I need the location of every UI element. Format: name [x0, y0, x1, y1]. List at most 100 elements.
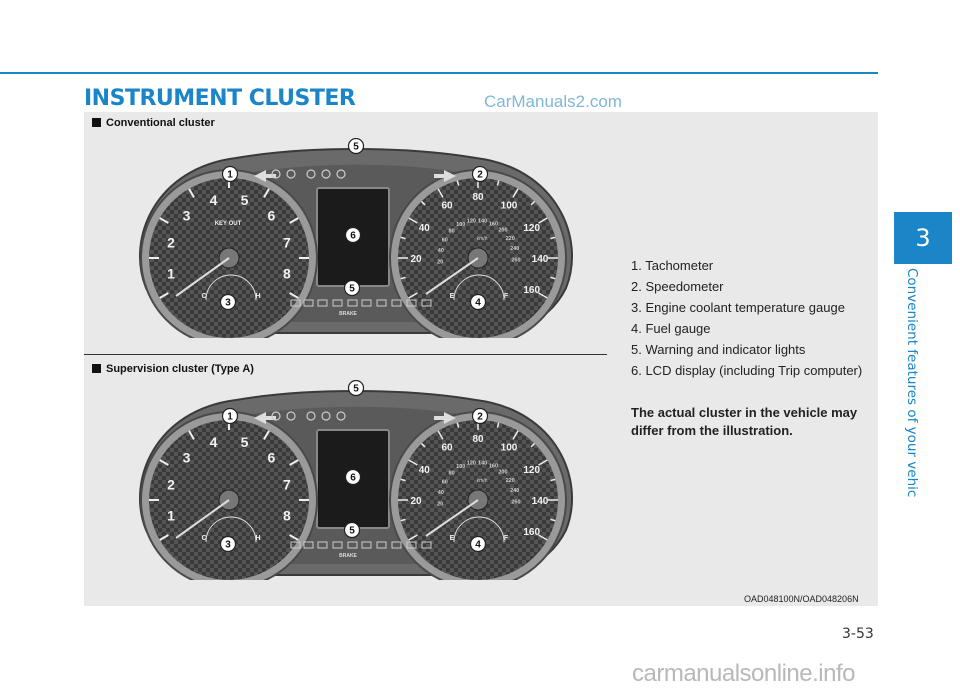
kmh-label: 260	[511, 257, 520, 263]
callout-circle	[219, 293, 237, 311]
tach-tick	[159, 534, 169, 541]
speed-tick	[400, 236, 406, 240]
tach-tick	[263, 430, 270, 440]
kmh-label: 40	[438, 248, 444, 254]
brake-label: BRAKE	[339, 311, 357, 317]
speed-tick	[538, 292, 548, 299]
speed-tick	[456, 180, 460, 186]
tach-tick	[159, 292, 169, 299]
speed-tick	[437, 188, 444, 198]
watermark-bottom: carmanualsonline.info	[632, 660, 855, 687]
speed-label: 80	[472, 192, 484, 203]
temp-cold-mark: C	[201, 293, 206, 300]
indicator-icon	[336, 169, 346, 179]
speed-label: 160	[523, 527, 540, 538]
speed-tick	[550, 478, 556, 482]
speed-label: 120	[523, 223, 540, 234]
turn-left-icon	[254, 412, 276, 424]
callout-circle	[469, 535, 487, 553]
kmh-label: 240	[510, 246, 519, 252]
tach-label: 5	[241, 434, 249, 450]
tach-label: 2	[167, 476, 175, 492]
speed-label: 40	[419, 223, 431, 234]
callout-number: 5	[349, 284, 355, 295]
speed-tick	[496, 180, 500, 186]
kmh-label: 40	[438, 490, 444, 496]
kmh-label: 120	[467, 219, 476, 225]
indicator-icon	[321, 411, 331, 421]
tach-tick	[289, 292, 299, 299]
callout-number: 2	[477, 170, 483, 181]
legend-item: 6. LCD display (including Trip computer)	[631, 363, 863, 378]
turn-right-icon	[434, 170, 456, 182]
warning-icon	[406, 541, 417, 549]
kmh-label: 80	[449, 229, 455, 235]
indicator-icon	[271, 169, 281, 179]
warning-icon	[332, 299, 343, 307]
caption-conventional-text: Conventional cluster	[106, 117, 215, 129]
watermark-top: CarManuals2.com	[484, 92, 622, 111]
warning-icon	[421, 541, 432, 549]
tach-label: 6	[268, 208, 276, 224]
temp-gauge-arc	[205, 274, 257, 301]
indicator-icon	[286, 411, 296, 421]
chapter-title-vertical: Convenient features of your vehicle	[900, 268, 922, 498]
speed-label: 80	[472, 434, 484, 445]
illustration-note: The actual cluster in the vehicle may di…	[631, 405, 858, 438]
tach-tick	[188, 188, 195, 198]
speed-label: 140	[532, 254, 549, 265]
tach-label: 7	[283, 476, 291, 492]
speed-label: 120	[523, 465, 540, 476]
kmh-unit: km/h	[477, 478, 488, 484]
kmh-label: 80	[449, 471, 455, 477]
callout-circle	[344, 226, 362, 244]
speed-tick	[420, 442, 426, 448]
tach-tick	[263, 188, 270, 198]
tach-label: 3	[183, 450, 191, 466]
callout-number: 4	[475, 298, 481, 309]
warning-icon	[421, 299, 432, 307]
callout-number: 3	[225, 540, 231, 551]
fuel-gauge-arc	[453, 274, 505, 301]
tach-tick	[289, 459, 299, 466]
image-code: OAD048100N/OAD048206N	[744, 594, 859, 604]
speed-tick	[538, 217, 548, 224]
speed-tick	[550, 518, 556, 522]
caption-conventional: Conventional cluster	[92, 117, 215, 129]
kmh-label: 200	[498, 227, 507, 233]
tach-tick	[159, 459, 169, 466]
kmh-label: 160	[489, 463, 498, 469]
warning-icon	[361, 541, 372, 549]
speed-tick	[550, 276, 556, 280]
speed-tick	[530, 200, 536, 206]
speed-tick	[550, 236, 556, 240]
fuel-full-mark: F	[504, 293, 509, 300]
turn-left-icon	[254, 170, 276, 182]
callout-circle	[469, 293, 487, 311]
turn-right-icon	[434, 412, 456, 424]
tach-label: 6	[268, 450, 276, 466]
callout-number: 3	[225, 298, 231, 309]
warning-icon	[347, 299, 358, 307]
tach-tick	[289, 217, 299, 224]
kmh-label: 100	[456, 464, 465, 470]
warning-icon	[303, 541, 314, 549]
speed-label: 160	[523, 285, 540, 296]
warning-icon	[317, 299, 328, 307]
callout-circle	[343, 279, 361, 297]
chapter-tab[interactable]: 3	[894, 212, 952, 264]
tach-label: 4	[210, 192, 218, 208]
speed-tick	[408, 217, 418, 224]
kmh-label: 60	[442, 480, 448, 486]
speed-tick	[400, 276, 406, 280]
legend-list: 1. Tachometer 2. Speedometer 3. Engine c…	[631, 255, 862, 381]
callout-circle	[221, 165, 239, 183]
callout-number: 2	[477, 412, 483, 423]
chapter-number: 3	[915, 224, 931, 252]
fuel-full-mark: F	[504, 535, 509, 542]
tach-needle	[175, 257, 230, 297]
caption-supervision: Supervision cluster (Type A)	[92, 363, 254, 375]
temp-gauge-arc	[205, 516, 257, 543]
